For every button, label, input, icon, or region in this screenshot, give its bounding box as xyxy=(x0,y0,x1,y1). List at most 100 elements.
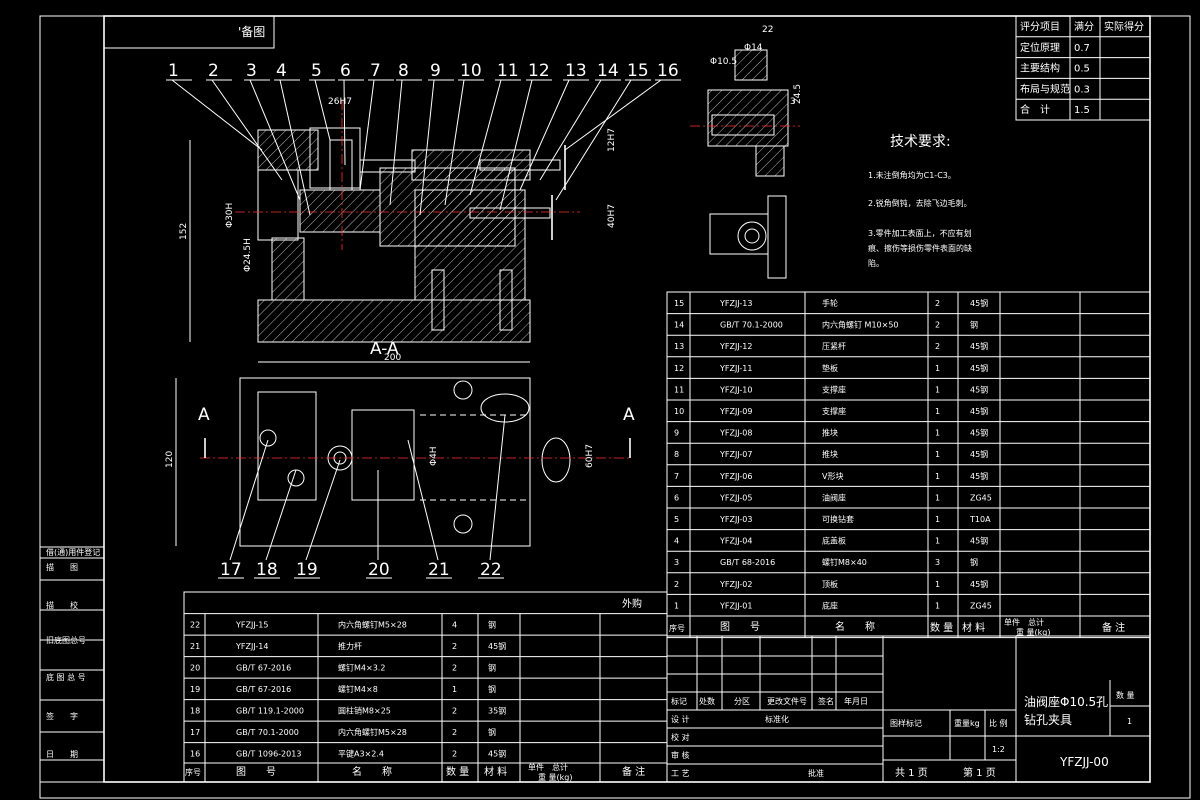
bom-right-cell: 8 xyxy=(674,450,679,459)
tb-sheet: 第 1 页 xyxy=(963,766,996,779)
pin-hole-2 xyxy=(287,469,305,487)
leader-12 xyxy=(499,79,533,211)
bolt-left xyxy=(431,269,445,331)
bom-left-h-wunit: 重 量(kg) xyxy=(538,772,573,782)
bom-right-cell: 3 xyxy=(674,558,679,567)
bom-right-cell: 1 xyxy=(935,537,940,546)
bom-right-cell: 1 xyxy=(935,364,940,373)
bom-left-cell: YFZJJ-14 xyxy=(235,642,268,651)
handwheel-top-view xyxy=(480,393,530,423)
bom-left-cell: 18 xyxy=(190,707,200,716)
tb-qty: 1 xyxy=(1127,717,1132,726)
bom-right-cell: 顶板 xyxy=(822,579,838,589)
v-block-body xyxy=(379,167,516,247)
bom-left-cell: 钢 xyxy=(488,620,496,630)
drill-bush-housing xyxy=(309,127,361,189)
score-cell: 1.5 xyxy=(1074,105,1090,116)
dim-120: 120 xyxy=(165,451,175,468)
bom-right-cell: 45钢 xyxy=(970,341,988,351)
bom-right-cell: 钢 xyxy=(970,320,978,330)
bom-left-h-code: 图 号 xyxy=(236,766,276,778)
balloon-6: 6 xyxy=(340,61,351,81)
bom-left-cell: 16 xyxy=(190,750,200,759)
bom-left-cell: 平键A3×2.4 xyxy=(338,749,384,759)
bom-left-cell: 35钢 xyxy=(488,706,506,716)
tb-title-2: 钻孔夹具 xyxy=(1024,712,1072,727)
top-view-v-block xyxy=(351,409,415,501)
bom-right-cell: YFZJJ-03 xyxy=(719,515,752,524)
leader-13 xyxy=(519,79,570,191)
part-side-hole xyxy=(744,228,760,244)
top-right-plate xyxy=(411,149,531,181)
balloon-8: 8 xyxy=(398,61,409,81)
bom-right-cell: YFZJJ-06 xyxy=(719,472,752,481)
leader-16 xyxy=(564,79,662,151)
leader-7 xyxy=(359,79,375,191)
bom-right-cell: 2 xyxy=(935,299,940,308)
bom-right-cell: 支撑座 xyxy=(822,406,846,416)
dim-4: Φ4H xyxy=(429,446,439,466)
leader-1 xyxy=(171,79,263,151)
bom-right-cell: 1 xyxy=(674,601,679,610)
bom-left-h-name: 名 称 xyxy=(352,765,392,778)
bom-right-cell: T10A xyxy=(969,515,991,524)
left-strip-frame xyxy=(39,546,105,783)
part-dim-105: Φ10.5 xyxy=(710,57,737,67)
bom-right-cell: 45钢 xyxy=(970,298,988,308)
bom-right-cell: 底座 xyxy=(822,600,838,610)
bom-right-cell: 1 xyxy=(935,601,940,610)
bom-right-cell: YFZJJ-01 xyxy=(719,601,752,610)
bom-right-cell: 支撑座 xyxy=(822,384,846,394)
section-label: A-A xyxy=(370,339,399,359)
tech-items: 1.未注倒角均为C1-C3。2.锐角倒钝，去除飞边毛刺。3.零件加工表面上，不应… xyxy=(868,170,972,268)
bom-left-cell: 2 xyxy=(452,707,457,716)
tb-std: 标准化 xyxy=(765,714,789,724)
score-cell: 定位原理 xyxy=(1020,41,1060,54)
score-cell: 0.3 xyxy=(1074,84,1090,95)
bom-right-h-code: 图 号 xyxy=(720,621,760,633)
tb-role: 校 对 xyxy=(671,732,690,742)
balloon-11: 11 xyxy=(497,61,519,81)
bom-left-cell: 2 xyxy=(452,728,457,737)
bom-left-cell: 4 xyxy=(452,621,457,630)
balloon-4: 4 xyxy=(276,61,287,81)
part-side-flange xyxy=(767,195,787,279)
bom-left-h-qty: 数 量 xyxy=(446,765,469,778)
bom-left-cell: 螺钉M4×8 xyxy=(338,684,378,694)
balloon-12: 12 xyxy=(528,61,550,81)
left-strip-label: 旧底图总号 xyxy=(46,635,86,645)
bom-right-cell: YFZJJ-09 xyxy=(719,407,752,416)
bom-right-cell: 2 xyxy=(935,342,940,351)
bom-right-cell: GB/T 68-2016 xyxy=(720,558,775,567)
top-view: A A 120 Φ4H 60H7 xyxy=(165,377,635,579)
bom-left-cell: 2 xyxy=(452,750,457,759)
part-detail-view: 22 Φ14 Φ10.5 24.5 3 xyxy=(690,25,803,279)
bom-right-cell: 1 xyxy=(935,515,940,524)
bom-right-cell: ZG45 xyxy=(970,601,992,610)
bom-right-cell: 10 xyxy=(674,407,684,416)
bom-right-h-name: 名 称 xyxy=(835,620,875,633)
bom-right-cell: 5 xyxy=(674,515,679,524)
dim-245: Φ24.5H xyxy=(243,238,253,272)
balloon-18: 18 xyxy=(256,560,278,580)
base-plate xyxy=(257,299,531,343)
balloon-21: 21 xyxy=(428,560,450,580)
balloon-5: 5 xyxy=(311,61,322,81)
bom-right-cell: 2 xyxy=(935,321,940,330)
score-cell: 满分 xyxy=(1074,21,1094,33)
bom-left-cell: 17 xyxy=(190,728,200,737)
bom-right-cell: 11 xyxy=(674,385,684,394)
part-boss xyxy=(734,49,768,81)
tech-item: 2.锐角倒钝，去除飞边毛刺。 xyxy=(868,198,972,208)
tb-mark: 更改文件号 xyxy=(767,696,807,706)
bom-right-cell: 13 xyxy=(674,342,684,351)
pin-hole-1 xyxy=(259,429,277,447)
score-cell: 0.5 xyxy=(1074,64,1090,75)
balloon-17: 17 xyxy=(220,560,242,580)
tb-role: 审 核 xyxy=(671,750,690,760)
balloon-3: 3 xyxy=(246,61,257,81)
